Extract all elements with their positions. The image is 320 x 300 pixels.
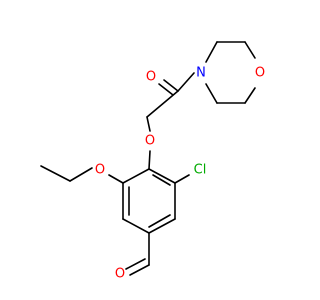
bond-morph-1	[205, 41, 218, 63]
aldehyde-oxygen-label: O	[115, 267, 125, 282]
morpholine-oxygen-label: O	[255, 66, 265, 81]
ether-oxygen-label: O	[145, 134, 155, 149]
carbonyl-oxygen-label: O	[146, 70, 156, 85]
bond-n-carbonyl	[177, 72, 195, 92]
bond-morph-3	[244, 41, 256, 59]
bond-ring-1	[148, 168, 176, 184]
bond-morph-6	[205, 83, 218, 104]
bond-ether-o-ring	[148, 150, 151, 170]
ethoxy-oxygen-label: O	[95, 163, 105, 178]
bond-ethoxy-ch2	[69, 167, 93, 182]
bond-aldehyde-o-2	[125, 258, 146, 270]
molecule-canvas: O N O O O Cl O	[40, 41, 266, 282]
molecule-structure: O N O O O Cl O	[40, 41, 265, 282]
bond-ring-ethoxy-o	[108, 174, 124, 184]
chlorine-label: Cl	[194, 163, 207, 178]
bond-ethoxy-ch3	[40, 165, 71, 182]
bond-carbonyl-o	[163, 79, 179, 92]
bond-ch2-ether-o	[146, 116, 151, 132]
bond-aldehyde-o-1	[129, 264, 150, 276]
morpholine-nitrogen-label: N	[196, 66, 206, 81]
bond-morph-4	[244, 87, 256, 104]
bond-ring-3	[148, 218, 176, 234]
bond-carbonyl-ch2	[146, 90, 179, 118]
bond-ring-4	[122, 218, 150, 234]
bond-carbonyl-o-double	[158, 83, 174, 96]
bond-aromatic-2	[148, 214, 171, 228]
bond-ring-6	[122, 168, 150, 184]
bond-aromatic-1	[152, 174, 171, 186]
bond-ring-cl	[174, 174, 190, 184]
